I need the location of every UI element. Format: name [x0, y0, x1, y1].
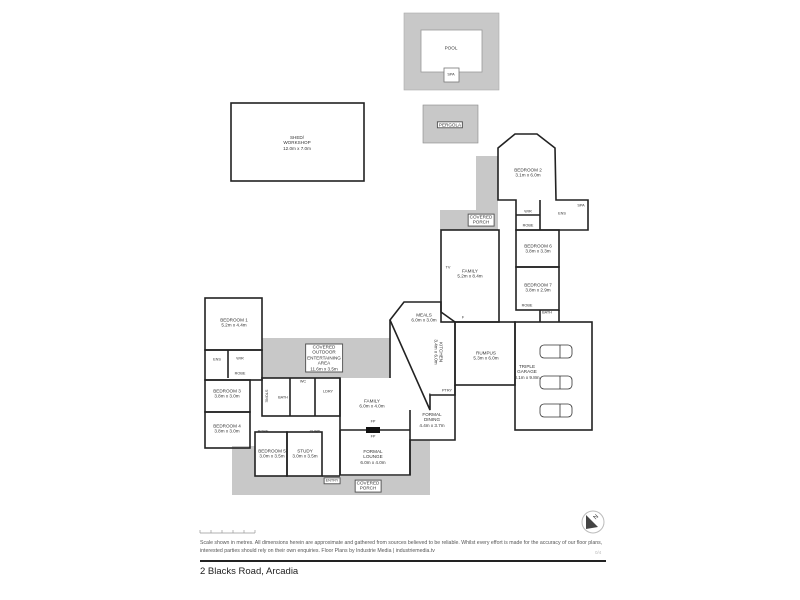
scale-bar-icon	[199, 530, 256, 534]
spa-pool	[443, 67, 460, 83]
label-fp-top: FP	[370, 419, 376, 424]
compass-north-arrow-icon	[581, 510, 605, 534]
car-icon	[539, 403, 573, 418]
car-icon	[539, 375, 573, 390]
label-laundry: LDRY	[322, 389, 334, 394]
label-pantry: PTRY	[441, 388, 453, 393]
label-spa-pool: SPA	[447, 72, 455, 77]
label-entry: ENTRY	[323, 477, 341, 485]
study-walls	[286, 431, 323, 477]
label-store: STORE	[264, 389, 269, 403]
label-robe-bed5: ROBE	[257, 429, 269, 434]
label-bath-bed7: BATH	[542, 310, 552, 315]
car-icon	[539, 344, 573, 359]
label-wir-bed1: WIR	[236, 356, 244, 361]
label-ens-bed1: ENS	[213, 357, 221, 362]
label-cupd: CUPD	[309, 429, 321, 434]
label-robe-bed1: ROBE	[234, 371, 246, 376]
label-tv: TV	[445, 265, 451, 270]
footer-divider	[200, 560, 606, 562]
label-wc: WC	[299, 379, 307, 384]
label-wir-bed2: WIR	[524, 209, 532, 214]
pool-water	[420, 29, 483, 73]
label-robe-bed2: ROBE	[522, 223, 534, 228]
bedroom7-walls	[515, 266, 560, 311]
label-fp-bottom: FP	[370, 434, 376, 439]
label-fridge-2: F	[428, 392, 432, 397]
property-address: 2 Blacks Road, Arcadia	[200, 566, 299, 577]
label-bath: BATH	[278, 395, 288, 400]
garage-walls	[514, 321, 593, 431]
page-number: 0/4	[595, 550, 602, 555]
label-spa-bed2: SPA	[577, 203, 585, 208]
outdoor-areas	[232, 12, 500, 495]
disclaimer-text: Scale shown in metres. All dimensions he…	[200, 540, 603, 554]
label-fridge-1: F	[461, 315, 465, 320]
bedroom4-walls	[204, 411, 251, 449]
covered-porch-rear-area	[440, 156, 498, 230]
walls	[204, 102, 593, 477]
fireplace	[366, 427, 380, 433]
label-ens-bed2: ENS	[558, 211, 566, 216]
shed-walls	[230, 102, 365, 182]
label-pergola: PERGOLA	[436, 121, 464, 129]
label-robe-bed7: ROBE	[521, 303, 533, 308]
ens-wir-walls	[204, 349, 263, 381]
car-icons	[539, 344, 573, 418]
label-pool: POOL	[444, 45, 458, 51]
bedroom2-walls	[497, 133, 589, 231]
